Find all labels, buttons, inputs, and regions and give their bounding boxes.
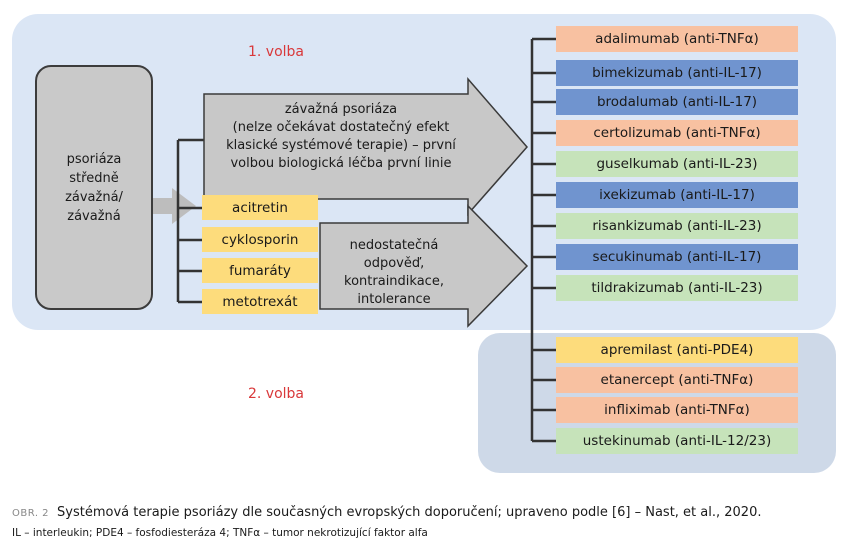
drug-apremilast: apremilast (anti-PDE4)	[556, 337, 798, 363]
caption-text: Systémová terapie psoriázy dle současnýc…	[57, 505, 762, 520]
source-arrow	[153, 188, 196, 224]
conventional-drug-fumaraty: fumaráty	[202, 258, 318, 283]
drug-brodalumab: brodalumab (anti-IL-17)	[556, 89, 798, 115]
drug-ustekinumab: ustekinumab (anti-IL-12/23)	[556, 428, 798, 454]
failure-arrow	[319, 204, 529, 328]
right-bracket	[530, 37, 556, 443]
drug-tildrakizumab: tildrakizumab (anti-IL-23)	[556, 275, 798, 301]
figure-caption: OBR. 2 Systémová terapie psoriázy dle sou…	[12, 505, 761, 520]
drug-certolizumab: certolizumab (anti-TNFα)	[556, 120, 798, 146]
drug-risankizumab: risankizumab (anti-IL-23)	[556, 213, 798, 239]
figure-number: OBR. 2	[12, 508, 50, 519]
drug-ixekizumab: ixekizumab (anti-IL-17)	[556, 182, 798, 208]
left-bracket	[176, 138, 204, 304]
conventional-drug-metotrexat: metotrexát	[202, 289, 318, 314]
second-choice-label: 2. volba	[248, 386, 305, 402]
first-choice-label: 1. volba	[248, 44, 305, 60]
source-box: psoriáza středně závažná/ závažná	[35, 65, 153, 310]
biologic-arrow-text: závažná psoriáza (nelze očekávat dostate…	[226, 102, 456, 171]
drug-guselkumab: guselkumab (anti-IL-23)	[556, 151, 798, 177]
conventional-drug-cyklosporin: cyklosporin	[202, 227, 318, 252]
drug-infliximab: infliximab (anti-TNFα)	[556, 397, 798, 423]
abbreviation-legend: IL – interleukin; PDE4 – fosfodiesteráza…	[12, 527, 428, 539]
failure-arrow-text: nedostatečná odpověď, kontraindikace, in…	[344, 238, 444, 307]
drug-secukinumab: secukinumab (anti-IL-17)	[556, 244, 798, 270]
drug-adalimumab: adalimumab (anti-TNFα)	[556, 26, 798, 52]
conventional-drug-acitretin: acitretin	[202, 195, 318, 220]
drug-etanercept: etanercept (anti-TNFα)	[556, 367, 798, 393]
drug-bimekizumab: bimekizumab (anti-IL-17)	[556, 60, 798, 86]
